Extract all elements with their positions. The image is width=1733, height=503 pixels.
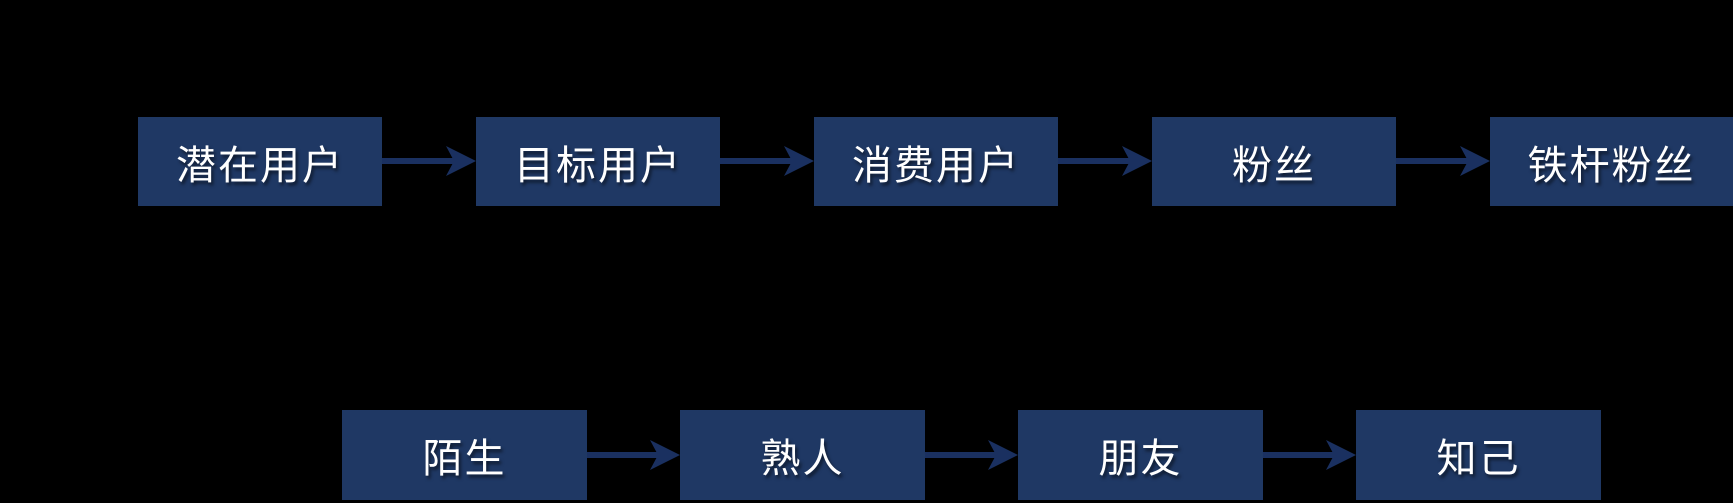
box-hardcore-fans: 铁杆粉丝 — [1490, 117, 1733, 206]
box-acquaintance: 熟人 — [680, 410, 925, 500]
box-potential-users: 潜在用户 — [138, 117, 382, 206]
arrow-right-icon — [1263, 440, 1356, 470]
arrow-right-icon — [587, 440, 680, 470]
box-stranger: 陌生 — [342, 410, 587, 500]
arrow-consumer-to-fans — [1058, 145, 1152, 177]
arrow-fans-to-hardcore — [1396, 145, 1490, 177]
arrow-right-icon — [925, 440, 1018, 470]
arrow-potential-to-target — [382, 145, 476, 177]
arrow-friend-to-confidant — [1263, 439, 1356, 471]
arrow-stranger-to-acquaintance — [587, 439, 680, 471]
box-confidant: 知己 — [1356, 410, 1601, 500]
arrow-right-icon — [1058, 146, 1152, 176]
box-fans: 粉丝 — [1152, 117, 1396, 206]
arrow-target-to-consumer — [720, 145, 814, 177]
box-target-users: 目标用户 — [476, 117, 720, 206]
arrow-acquaintance-to-friend — [925, 439, 1018, 471]
box-friend: 朋友 — [1018, 410, 1263, 500]
arrow-right-icon — [382, 146, 476, 176]
arrow-right-icon — [720, 146, 814, 176]
box-consumer-users: 消费用户 — [814, 117, 1058, 206]
arrow-right-icon — [1396, 146, 1490, 176]
